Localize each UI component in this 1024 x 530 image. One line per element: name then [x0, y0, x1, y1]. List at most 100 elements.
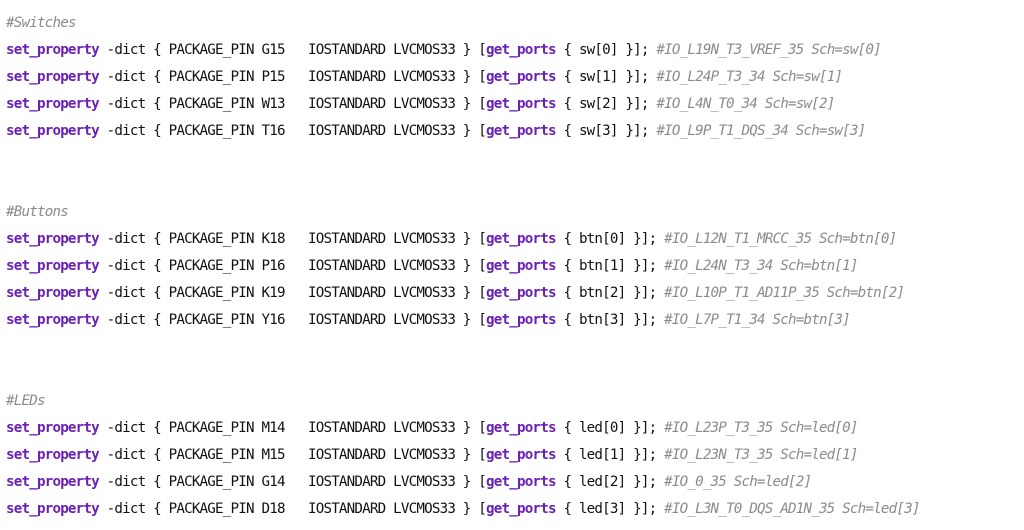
code-line[interactable]: set_property -dict { PACKAGE_PIN M15 IOS… [0, 442, 1024, 469]
line-comment: #IO_L7P_T1_34 Sch=btn[3] [664, 312, 851, 328]
blank-line [0, 172, 1024, 199]
function-keyword: get_ports [486, 69, 556, 85]
command-keyword: set_property [6, 42, 100, 58]
port-text: { sw[1] }]; [555, 69, 657, 85]
line-comment: #IO_L23P_T3_35 Sch=led[0] [664, 420, 858, 436]
iostandard-text: IOSTANDARD LVCMOS33 } [ [307, 96, 487, 112]
dict-text: -dict { PACKAGE_PIN [106, 42, 262, 58]
function-keyword: get_ports [486, 123, 556, 139]
iostandard-text: IOSTANDARD LVCMOS33 } [ [307, 42, 487, 58]
code-line[interactable]: set_property -dict { PACKAGE_PIN P15 IOS… [0, 64, 1024, 91]
port-text: { btn[2] }]; [555, 285, 665, 301]
command-keyword: set_property [6, 123, 100, 139]
function-keyword: get_ports [486, 447, 556, 463]
pin-value: M15 [261, 447, 286, 463]
dict-text: -dict { PACKAGE_PIN [106, 231, 262, 247]
function-keyword: get_ports [486, 258, 556, 274]
port-text: { btn[3] }]; [555, 312, 665, 328]
code-line[interactable]: set_property -dict { PACKAGE_PIN P16 IOS… [0, 253, 1024, 280]
line-comment: #IO_L19N_T3_VREF_35 Sch=sw[0] [656, 42, 881, 58]
port-text: { led[1] }]; [555, 447, 665, 463]
line-comment: #IO_L9P_T1_DQS_34 Sch=sw[3] [656, 123, 866, 139]
command-keyword: set_property [6, 285, 100, 301]
function-keyword: get_ports [486, 285, 556, 301]
port-text: { sw[3] }]; [555, 123, 657, 139]
iostandard-text: IOSTANDARD LVCMOS33 } [ [307, 474, 487, 490]
code-line[interactable]: set_property -dict { PACKAGE_PIN Y16 IOS… [0, 307, 1024, 334]
dict-text: -dict { PACKAGE_PIN [106, 258, 262, 274]
iostandard-text: IOSTANDARD LVCMOS33 } [ [307, 231, 487, 247]
port-text: { sw[2] }]; [555, 96, 657, 112]
dict-text: -dict { PACKAGE_PIN [106, 420, 262, 436]
command-keyword: set_property [6, 474, 100, 490]
iostandard-text: IOSTANDARD LVCMOS33 } [ [307, 258, 487, 274]
line-comment: #IO_L3N_T0_DQS_AD1N_35 Sch=led[3] [664, 501, 920, 517]
section-header-switches: #Switches [6, 15, 76, 31]
pin-value: W13 [261, 96, 286, 112]
pin-value: Y16 [261, 312, 286, 328]
port-text: { led[0] }]; [555, 420, 665, 436]
line-comment: #IO_0_35 Sch=led[2] [664, 474, 812, 490]
pin-value: K18 [261, 231, 286, 247]
function-keyword: get_ports [486, 42, 556, 58]
line-comment: #IO_L24P_T3_34 Sch=sw[1] [656, 69, 843, 85]
pin-value: D18 [261, 501, 286, 517]
code-line[interactable]: set_property -dict { PACKAGE_PIN G14 IOS… [0, 469, 1024, 496]
iostandard-text: IOSTANDARD LVCMOS33 } [ [307, 69, 487, 85]
dict-text: -dict { PACKAGE_PIN [106, 501, 262, 517]
pin-value: G15 [261, 42, 286, 58]
iostandard-text: IOSTANDARD LVCMOS33 } [ [307, 312, 487, 328]
code-line[interactable]: set_property -dict { PACKAGE_PIN T16 IOS… [0, 118, 1024, 145]
function-keyword: get_ports [486, 312, 556, 328]
blank-line [0, 361, 1024, 388]
function-keyword: get_ports [486, 96, 556, 112]
line-comment: #IO_L23N_T3_35 Sch=led[1] [664, 447, 858, 463]
iostandard-text: IOSTANDARD LVCMOS33 } [ [307, 123, 487, 139]
dict-text: -dict { PACKAGE_PIN [106, 96, 262, 112]
code-line[interactable]: set_property -dict { PACKAGE_PIN K19 IOS… [0, 280, 1024, 307]
code-line[interactable]: set_property -dict { PACKAGE_PIN K18 IOS… [0, 226, 1024, 253]
command-keyword: set_property [6, 447, 100, 463]
command-keyword: set_property [6, 258, 100, 274]
port-text: { sw[0] }]; [555, 42, 657, 58]
port-text: { btn[1] }]; [555, 258, 665, 274]
function-keyword: get_ports [486, 231, 556, 247]
line-comment: #IO_L4N_T0_34 Sch=sw[2] [656, 96, 835, 112]
command-keyword: set_property [6, 96, 100, 112]
pin-value: P16 [261, 258, 286, 274]
code-line[interactable]: set_property -dict { PACKAGE_PIN G15 IOS… [0, 37, 1024, 64]
command-keyword: set_property [6, 420, 100, 436]
dict-text: -dict { PACKAGE_PIN [106, 312, 262, 328]
blank-line [0, 145, 1024, 172]
function-keyword: get_ports [486, 420, 556, 436]
code-line[interactable]: set_property -dict { PACKAGE_PIN D18 IOS… [0, 496, 1024, 523]
pin-value: K19 [261, 285, 286, 301]
dict-text: -dict { PACKAGE_PIN [106, 285, 262, 301]
function-keyword: get_ports [486, 501, 556, 517]
command-keyword: set_property [6, 231, 100, 247]
pin-value: M14 [261, 420, 286, 436]
dict-text: -dict { PACKAGE_PIN [106, 69, 262, 85]
port-text: { led[3] }]; [555, 501, 665, 517]
function-keyword: get_ports [486, 474, 556, 490]
dict-text: -dict { PACKAGE_PIN [106, 474, 262, 490]
line-comment: #IO_L12N_T1_MRCC_35 Sch=btn[0] [664, 231, 897, 247]
command-keyword: set_property [6, 312, 100, 328]
code-line[interactable]: set_property -dict { PACKAGE_PIN W13 IOS… [0, 91, 1024, 118]
pin-value: T16 [261, 123, 286, 139]
command-keyword: set_property [6, 69, 100, 85]
code-line[interactable]: set_property -dict { PACKAGE_PIN M14 IOS… [0, 415, 1024, 442]
pin-value: G14 [261, 474, 286, 490]
blank-line [0, 334, 1024, 361]
port-text: { btn[0] }]; [555, 231, 665, 247]
iostandard-text: IOSTANDARD LVCMOS33 } [ [307, 501, 487, 517]
pin-value: P15 [261, 69, 286, 85]
section-header-leds: #LEDs [6, 393, 46, 409]
iostandard-text: IOSTANDARD LVCMOS33 } [ [307, 447, 487, 463]
line-comment: #IO_L24N_T3_34 Sch=btn[1] [664, 258, 858, 274]
iostandard-text: IOSTANDARD LVCMOS33 } [ [307, 420, 487, 436]
dict-text: -dict { PACKAGE_PIN [106, 447, 262, 463]
port-text: { led[2] }]; [555, 474, 665, 490]
line-comment: #IO_L10P_T1_AD11P_35 Sch=btn[2] [664, 285, 905, 301]
